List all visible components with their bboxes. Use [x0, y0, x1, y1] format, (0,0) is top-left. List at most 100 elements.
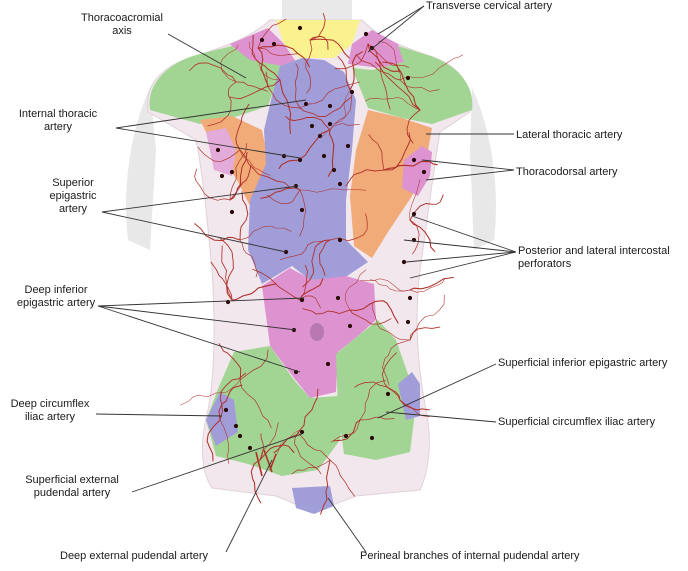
vessel-branch	[229, 79, 281, 100]
vessel-branch	[409, 276, 454, 291]
vessel-branch	[218, 384, 243, 421]
left-arm-shadow	[126, 88, 156, 250]
vessel-branch	[359, 380, 386, 421]
vessel-network	[180, 13, 463, 515]
pudendal-vessel	[255, 451, 263, 477]
perforator-dot	[345, 143, 351, 149]
label-deep-inferior-epigastric-artery: Deep inferior epigastric artery	[16, 284, 96, 309]
vessel-branch	[309, 38, 350, 59]
perforator-dot	[229, 209, 235, 215]
perforator-dot	[349, 89, 355, 95]
vessel-branch	[273, 429, 301, 454]
label-thoracodorsal-artery: Thoracodorsal artery	[516, 166, 618, 178]
leader-superficial-circumflex-iliac	[385, 411, 497, 423]
vessel-branch	[359, 416, 395, 421]
perforator-dots	[215, 25, 427, 451]
leader-intercostal-3	[405, 251, 517, 263]
leader-intercostal-4	[409, 251, 517, 279]
leader-deep-circumflex-iliac	[95, 413, 223, 417]
perforator-dot	[237, 433, 243, 439]
vessel-branch	[259, 422, 279, 461]
perforator-dot	[299, 429, 305, 435]
perforator-dot	[405, 319, 411, 325]
vessel-branch	[345, 169, 385, 187]
vessel-branch	[291, 459, 331, 475]
label-lateral-thoracic-artery: Lateral thoracic artery	[516, 129, 623, 141]
label-intercostal-perforators: Posterior and lateral intercostal perfor…	[518, 245, 670, 270]
leader-internal-thoracic-1	[115, 99, 307, 129]
leader-superior-epigastric-2	[101, 211, 287, 253]
vessel-branch	[252, 268, 301, 301]
leader-deep-inferior-epigastric-2	[97, 305, 297, 331]
region-left-axilla-pink	[206, 128, 236, 176]
vessel-branch	[194, 223, 241, 242]
leader-superior-epigastric-1	[101, 185, 299, 213]
vessel-branch	[239, 379, 272, 429]
vessel-branch	[206, 419, 221, 462]
perforator-dot	[327, 121, 333, 127]
vessel-branch	[383, 132, 411, 171]
vessel-branch	[219, 372, 247, 421]
label-thoracoacromial-axis: Thoracoacromial axis	[81, 12, 163, 37]
vessel-branch	[197, 146, 241, 163]
perforator-dot	[405, 75, 411, 81]
region-right-breast-orange	[350, 110, 432, 258]
vessel-branch	[239, 349, 269, 381]
vessel-branch	[219, 419, 229, 464]
vessel-branch	[279, 79, 292, 134]
vessel-branch	[207, 81, 237, 127]
vessel-branch	[367, 43, 391, 110]
perforator-dot	[215, 147, 221, 153]
perforator-dot	[407, 295, 413, 301]
vessel-branch	[220, 44, 239, 83]
vessel-branch	[299, 264, 308, 301]
vessel-branch	[381, 352, 401, 401]
perforator-dot	[229, 169, 235, 175]
vessel-branch	[265, 71, 301, 109]
leader-superficial-external-pudendal	[131, 433, 303, 493]
vessel-branch	[299, 189, 307, 237]
perforator-dot	[321, 153, 327, 159]
vessel-branch	[320, 459, 331, 515]
vessel-branch	[235, 103, 250, 151]
vessel-branch	[383, 160, 438, 171]
vessel-branch	[218, 343, 242, 381]
vessel-branch	[399, 399, 430, 411]
label-perineal-branches: Perineal branches of internal pudendal a…	[360, 550, 580, 562]
vessel-branch	[299, 388, 319, 431]
vessel-branch	[409, 179, 421, 221]
vessel-branch	[251, 34, 281, 81]
angiosome-regions	[149, 20, 473, 514]
leader-perineal-branches	[327, 497, 367, 553]
vessel-branch	[305, 39, 313, 94]
vessel-branch	[409, 219, 436, 252]
perforator-dot	[421, 169, 427, 175]
perforator-dot	[223, 407, 229, 413]
perforator-dot	[317, 133, 323, 139]
vessel-branch	[329, 459, 356, 497]
vessel-branch	[302, 239, 331, 288]
perforator-dot	[297, 25, 303, 31]
vessel-branch	[409, 326, 441, 341]
vessel-branch	[299, 278, 324, 301]
perforator-dot	[411, 157, 417, 163]
label-deep-circumflex-iliac-artery: Deep circumflex iliac artery	[10, 398, 90, 423]
vessel-branch	[280, 239, 331, 260]
pudendal-vessel	[269, 453, 277, 471]
navel	[310, 323, 324, 341]
vessel-branch	[320, 89, 351, 139]
vessel-branch	[239, 191, 249, 241]
label-deep-external-pudendal-artery: Deep external pudendal artery	[60, 550, 208, 562]
vessel-branch	[344, 269, 367, 311]
vessel-branch	[368, 134, 385, 171]
region-thoracodorsal-pink	[402, 146, 432, 196]
perforator-dot	[337, 181, 343, 187]
vessel-branch	[334, 43, 369, 70]
perforator-dot	[303, 101, 309, 107]
vessel-branch	[297, 432, 331, 461]
vessel-branch	[333, 419, 361, 442]
vessel-branch	[218, 236, 234, 301]
vessel-branch	[259, 444, 295, 461]
vessel-branch	[257, 47, 298, 56]
